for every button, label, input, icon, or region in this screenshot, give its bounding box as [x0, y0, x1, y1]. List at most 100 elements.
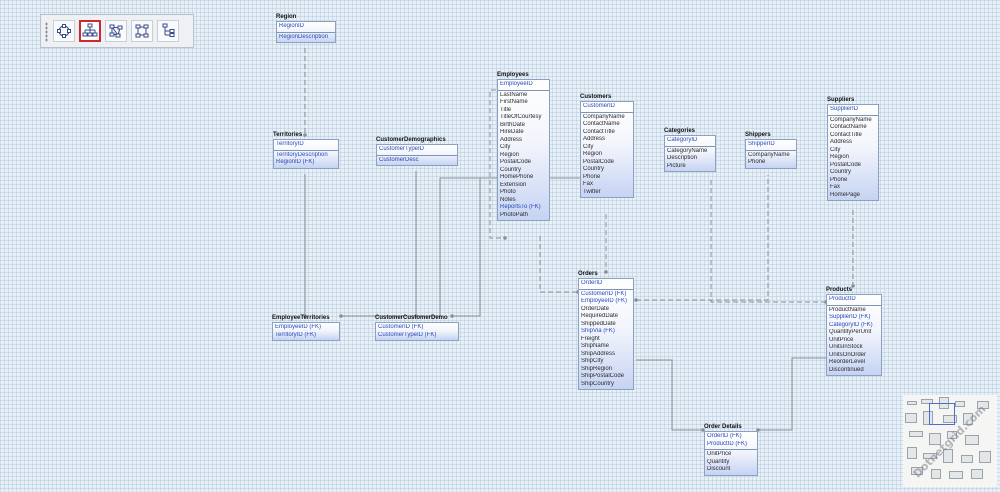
entity-field[interactable]: Fax — [583, 181, 594, 187]
entity-field[interactable]: UnitsInStock — [829, 344, 863, 350]
entity-field[interactable]: Title — [500, 106, 512, 113]
entity-field[interactable]: CustomerTypeID (FK) — [378, 331, 437, 338]
entity-field[interactable]: Notes — [500, 196, 516, 203]
entity-field[interactable]: Discontinued — [829, 366, 864, 373]
entity-field[interactable]: QuantityPerUnit — [829, 329, 872, 335]
entity-field[interactable]: Region — [583, 151, 603, 157]
entity-field[interactable]: FirstName — [500, 99, 528, 105]
entity-field[interactable]: EmployeeID (FK) — [581, 298, 628, 304]
entity-field[interactable]: ReorderLevel — [829, 359, 866, 365]
entity-field[interactable]: HomePage — [830, 191, 861, 198]
entity-field[interactable]: Address — [583, 136, 606, 142]
entity-field[interactable]: CustomerID (FK) — [378, 324, 424, 330]
primary-key-field[interactable]: ShipperID — [748, 141, 775, 147]
entity-field[interactable]: CompanyName — [748, 151, 790, 158]
hierarchical-layout-button[interactable] — [79, 20, 101, 42]
entity-field[interactable]: Region — [830, 154, 850, 160]
entity-field[interactable]: ReportsTo (FK) — [500, 204, 541, 210]
entity-field[interactable]: Quantity — [707, 458, 730, 465]
entity-field[interactable]: SupplierID (FK) — [829, 314, 871, 320]
entity-field[interactable]: ShipCountry — [581, 380, 615, 387]
entity-field[interactable]: CompanyName — [583, 113, 625, 120]
entity-field[interactable]: ProductName — [829, 306, 866, 313]
entity-field[interactable]: BirthDate — [500, 121, 526, 128]
entity-field[interactable]: ContactName — [583, 121, 620, 127]
entity-field[interactable]: ContactName — [830, 124, 867, 130]
entity-field[interactable]: Address — [500, 136, 523, 143]
entity-field[interactable]: PostalCode — [500, 159, 532, 165]
minimap-viewport[interactable] — [929, 403, 955, 425]
entity-field[interactable]: Fax — [830, 184, 841, 190]
organic-layout-button[interactable] — [105, 20, 127, 42]
primary-key-field[interactable]: EmployeeID — [500, 81, 533, 87]
entity-field[interactable]: City — [830, 146, 841, 153]
primary-key-field[interactable]: OrderID — [581, 280, 603, 286]
entity-field[interactable]: Photo — [500, 189, 516, 195]
entity-field[interactable]: Country — [583, 166, 605, 172]
entity-field[interactable]: OrderDate — [581, 305, 610, 312]
entity-field[interactable]: LastName — [500, 91, 528, 98]
entity-field[interactable]: Description — [667, 155, 698, 161]
entity-field[interactable]: Picture — [667, 162, 686, 169]
entity-field[interactable]: Country — [830, 169, 852, 175]
entity-field[interactable]: CustomerDesc — [379, 156, 419, 163]
entity-field[interactable]: ShipCity — [581, 358, 604, 364]
primary-key-field[interactable]: ProductID (FK) — [707, 440, 748, 447]
entity-field[interactable]: CategoryID (FK) — [829, 321, 873, 328]
entity-field[interactable]: Phone — [748, 159, 766, 165]
entity-field[interactable]: ShipAddress — [581, 350, 616, 357]
entity-field[interactable]: Discount — [707, 466, 731, 472]
primary-key-field[interactable]: CategoryID — [667, 137, 698, 143]
entity-field[interactable]: Phone — [583, 173, 601, 180]
entity-field[interactable]: PostalCode — [583, 158, 615, 165]
entity-field[interactable]: ContactTitle — [830, 131, 862, 138]
primary-key-field[interactable]: CustomerTypeID — [379, 146, 425, 152]
entity-field[interactable]: City — [500, 144, 511, 150]
entity-field[interactable]: TerritoryID (FK) — [275, 331, 316, 338]
entity-field[interactable]: CustomerID (FK) — [581, 290, 627, 297]
entity-field[interactable]: CompanyName — [830, 116, 872, 123]
entity-field[interactable]: Twitter — [583, 188, 601, 195]
primary-key-field[interactable]: CustomerID — [583, 103, 616, 109]
entity-field[interactable]: ShipName — [581, 343, 610, 349]
entity-field[interactable]: PhotoPath — [500, 211, 529, 218]
entity-field[interactable]: RegionID (FK) — [276, 159, 315, 165]
entity-field[interactable]: ContactTitle — [583, 128, 615, 135]
primary-key-field[interactable]: TerritoryID — [276, 141, 304, 147]
entity-field[interactable]: ShipPostalCode — [581, 373, 625, 379]
primary-key-field[interactable]: RegionID — [279, 23, 305, 29]
entity-field[interactable]: Country — [500, 166, 522, 173]
entity-field[interactable]: Phone — [830, 176, 848, 183]
toolbar-grip[interactable] — [45, 22, 48, 42]
entity-field[interactable]: UnitsOnOrder — [829, 351, 867, 358]
entity-field[interactable]: Freight — [581, 335, 600, 342]
tree-layout-button[interactable] — [157, 20, 179, 42]
entity-field[interactable]: Region — [500, 151, 520, 158]
entity-field[interactable]: HomePhone — [500, 174, 534, 180]
entity-field[interactable]: PostalCode — [830, 161, 862, 168]
entity-field[interactable]: ShipRegion — [581, 365, 613, 372]
entity-field[interactable]: TitleOfCourtesy — [500, 114, 542, 120]
entity-field[interactable]: CategoryName — [667, 147, 708, 154]
entity-field[interactable]: RequiredDate — [581, 313, 619, 319]
entity-field[interactable]: Address — [830, 139, 853, 145]
overview-minimap[interactable]: Dotnetgrid.com — [903, 395, 997, 487]
circular-layout-button[interactable] — [53, 20, 75, 42]
primary-key-field[interactable]: ProductID — [829, 296, 856, 302]
entity-field[interactable]: ShippedDate — [581, 320, 616, 327]
orthogonal-layout-button[interactable] — [131, 20, 153, 42]
primary-key-field[interactable]: OrderID (FK) — [707, 433, 742, 439]
entity-field[interactable]: EmployeeID (FK) — [275, 324, 322, 330]
entity-field[interactable]: HireDate — [500, 129, 524, 135]
entity-field[interactable]: City — [583, 143, 594, 150]
